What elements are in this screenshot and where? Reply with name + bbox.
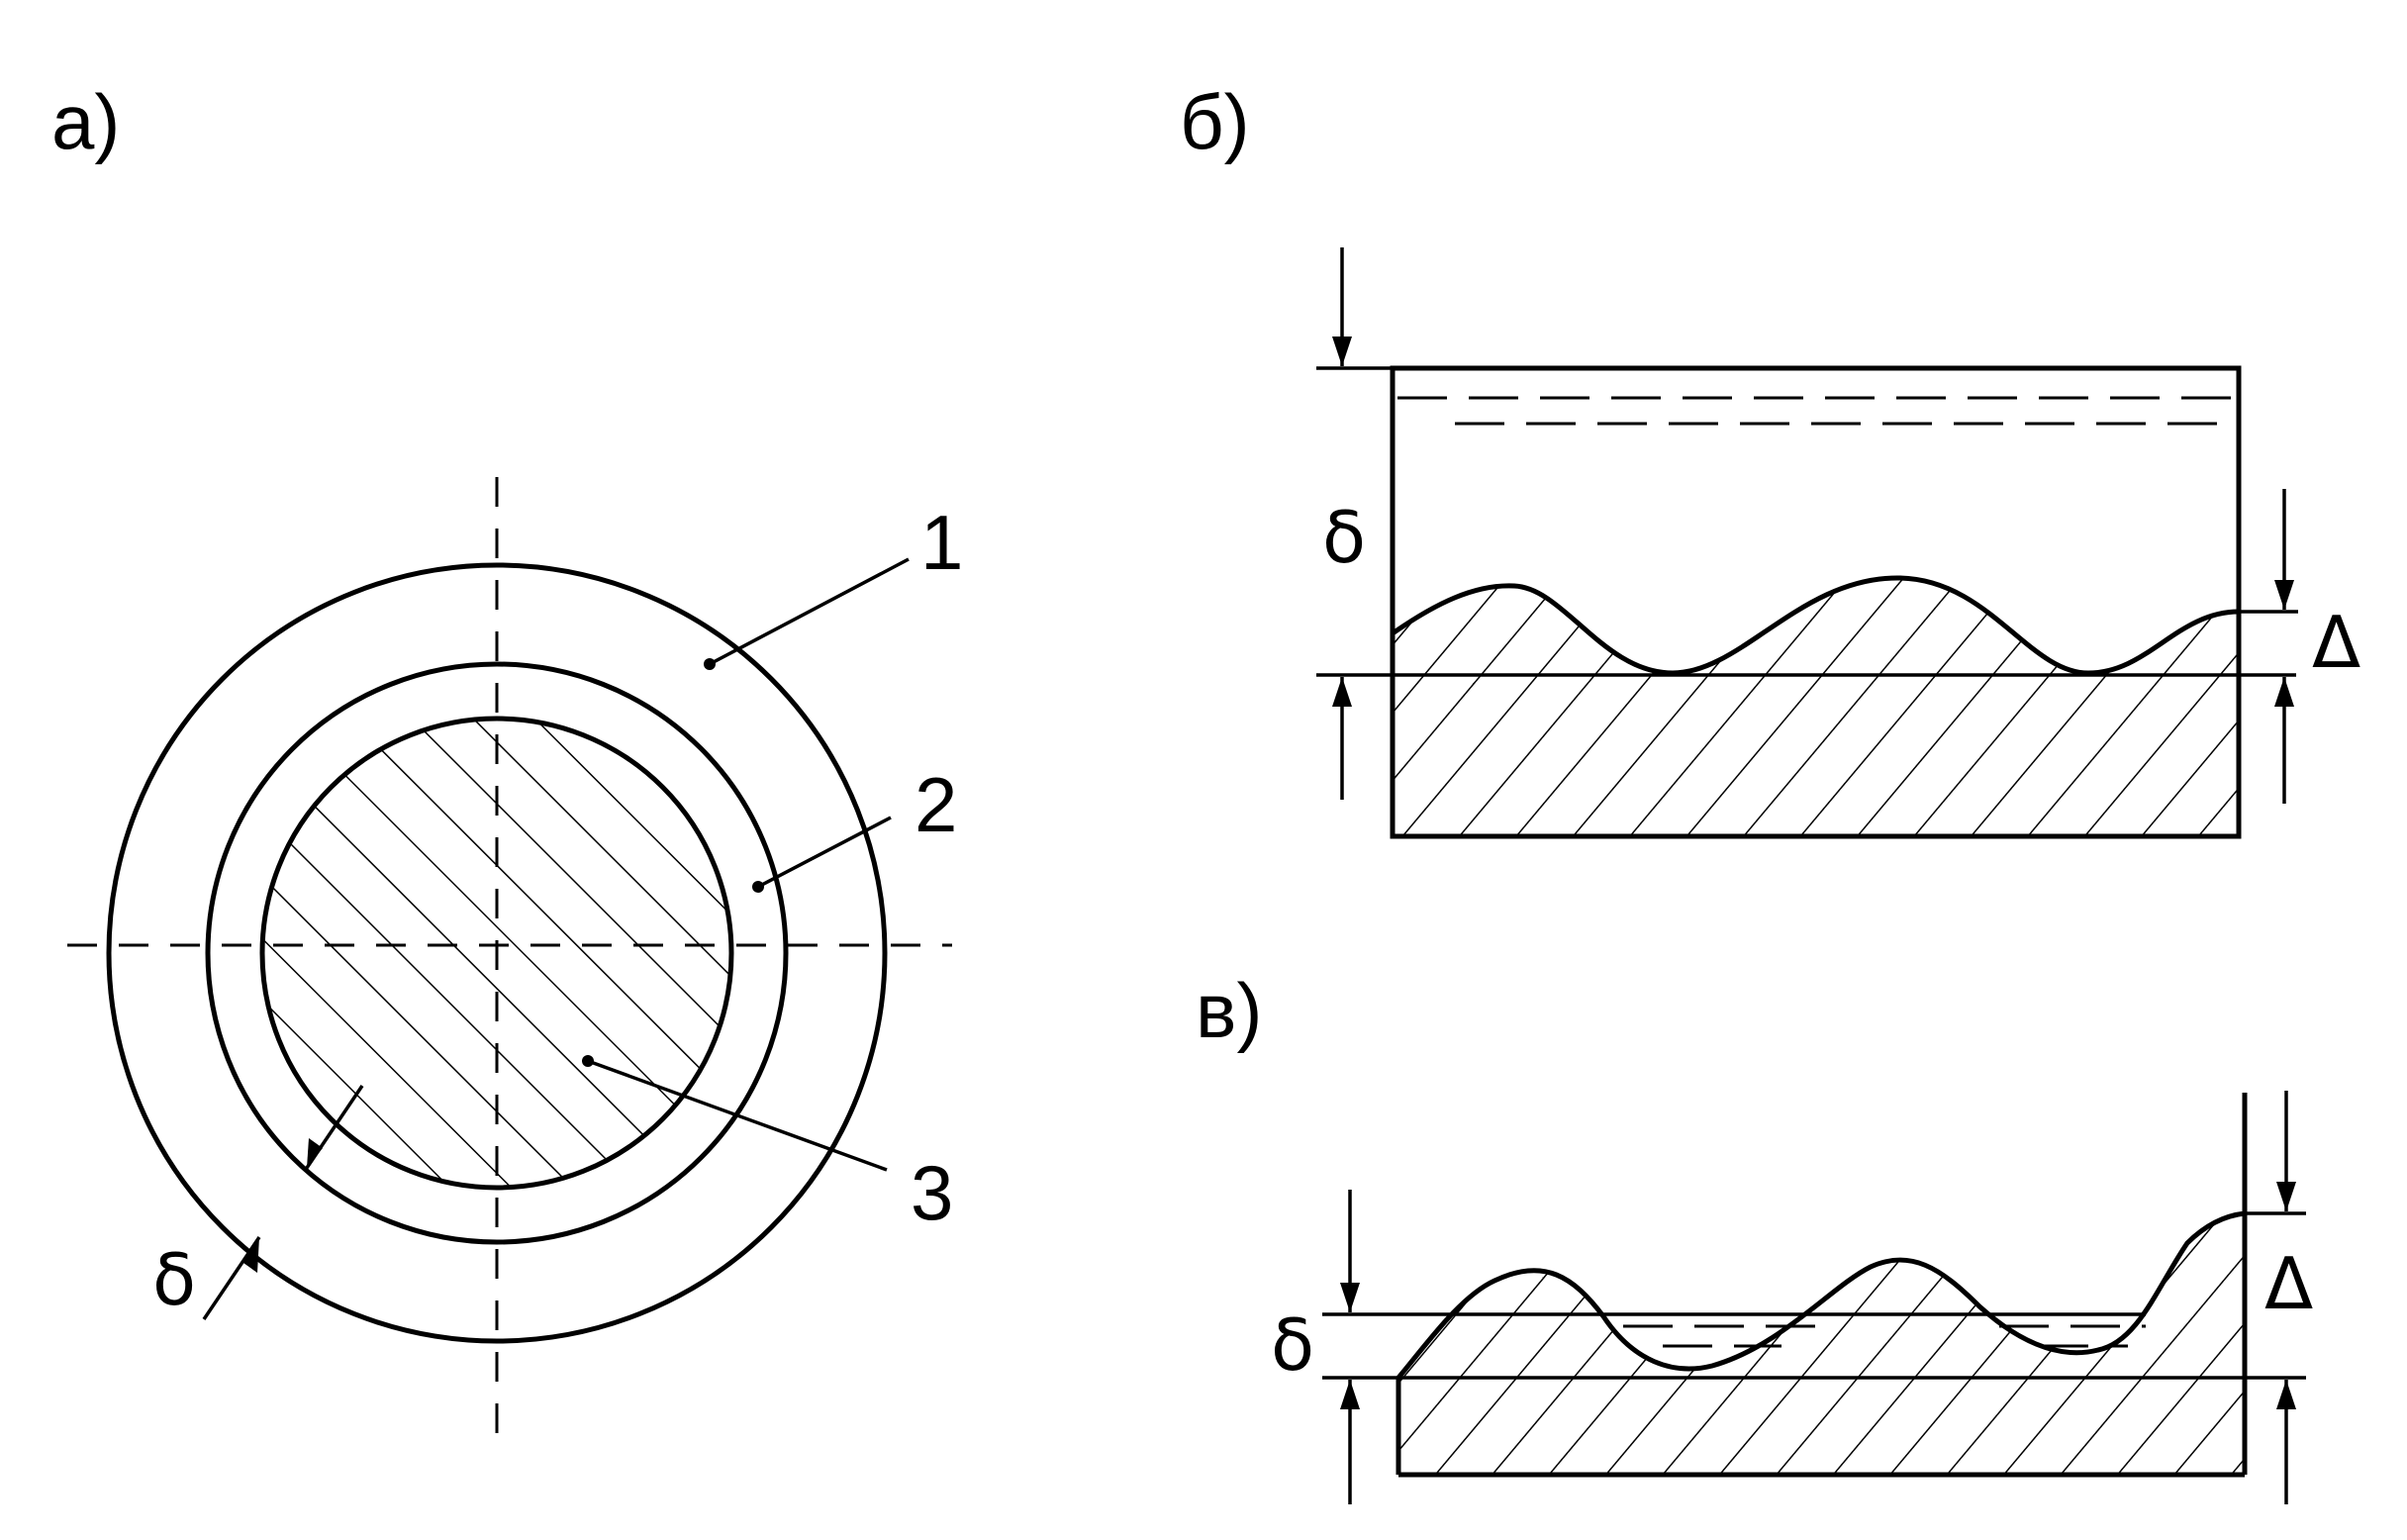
Delta-b-symbol: Δ: [2312, 601, 2360, 684]
callout-1: 1: [920, 499, 963, 586]
box-b: [1390, 365, 2242, 839]
delta-c-symbol: δ: [1271, 1303, 1314, 1387]
panel-c: в) δ Δ: [1196, 967, 2313, 1504]
substrate-b-wave: [1391, 575, 2240, 676]
delta-c-arrowhead-bottom: [1340, 1380, 1360, 1409]
leader-2-dot: [752, 881, 764, 893]
leader-1-dot: [704, 658, 716, 670]
callout-3: 3: [911, 1149, 953, 1236]
Delta-b-arrowhead-top: [2274, 580, 2294, 610]
delta-a-arrowhead-outer: [243, 1237, 259, 1273]
delta-a-symbol: δ: [152, 1238, 196, 1321]
panel-b-label: б): [1180, 78, 1250, 165]
panel-b: б) δ Δ: [1180, 78, 2360, 839]
delta-b-symbol: δ: [1322, 496, 1366, 579]
delta-a-arrow-outer: [202, 1236, 261, 1320]
outer-circle: [106, 562, 888, 1344]
leader-3-dot: [582, 1055, 594, 1067]
panel-a: а) 1 2 3 δ: [51, 78, 963, 1447]
leader-1: [709, 557, 910, 666]
Delta-c-arrowhead-top: [2276, 1182, 2296, 1211]
leader-2: [757, 816, 892, 889]
Delta-b-arrowhead-bottom: [2274, 677, 2294, 707]
substrate-c-wave: [1396, 1210, 2246, 1380]
substrate-c: [1398, 1213, 2245, 1475]
leader-3: [587, 1059, 888, 1172]
panel-a-label: а): [51, 78, 120, 165]
Delta-c-symbol: Δ: [2264, 1242, 2313, 1325]
delta-a-arrowhead-inner: [307, 1138, 323, 1168]
callout-2: 2: [915, 761, 957, 848]
substrate-b: [1393, 577, 2239, 837]
delta-b-arrowhead-bottom: [1332, 677, 1352, 707]
delta-c-arrowhead-top: [1340, 1283, 1360, 1312]
middle-circle: [205, 661, 789, 1245]
Delta-c-arrowhead-bottom: [2276, 1380, 2296, 1409]
delta-b-arrowhead-top: [1332, 337, 1352, 366]
panel-c-label: в): [1196, 967, 1262, 1054]
